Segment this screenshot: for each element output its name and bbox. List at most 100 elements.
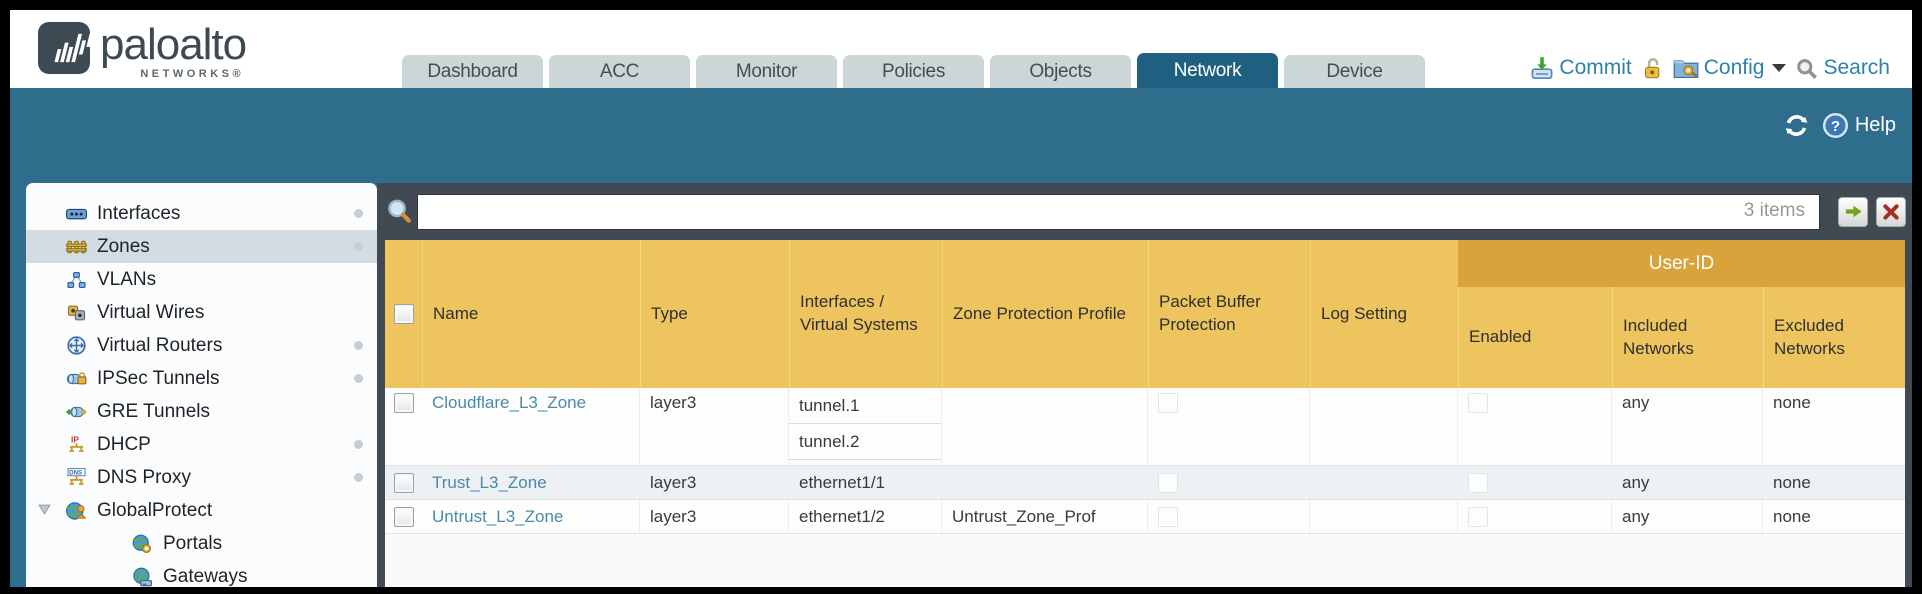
commit-button[interactable]: Commit — [1530, 56, 1632, 80]
paloalto-pulse-icon — [38, 22, 90, 74]
user-id-enabled-checkbox[interactable] — [1468, 472, 1488, 493]
user-id-enabled-checkbox[interactable] — [1468, 506, 1488, 527]
table-row: Untrust_L3_Zone layer3 ethernet1/2 Untru… — [385, 500, 1905, 534]
svg-text:?: ? — [1831, 118, 1840, 135]
sidebar-item-virtual-wires[interactable]: Virtual Wires — [26, 296, 377, 329]
column-header-name[interactable]: Name — [422, 240, 640, 388]
portals-icon — [130, 534, 154, 554]
included-networks-cell: any — [1612, 388, 1763, 465]
search-link[interactable]: Search — [1795, 56, 1890, 80]
dhcp-icon: IP — [64, 435, 88, 454]
ipsec-tunnels-icon — [64, 371, 88, 387]
column-header-interfaces[interactable]: Interfaces / Virtual Systems — [789, 240, 942, 388]
search-icon — [1797, 58, 1818, 79]
sidebar-item-zones[interactable]: Zones — [26, 230, 377, 263]
column-header-included-networks[interactable]: Included Networks — [1612, 287, 1763, 388]
user-id-group-header: User-ID — [1458, 240, 1905, 287]
user-id-enabled-checkbox[interactable] — [1468, 393, 1488, 413]
status-dot — [354, 209, 363, 218]
interfaces-cell: ethernet1/2 — [789, 500, 942, 533]
filter-search-icon — [385, 198, 413, 225]
tab-policies[interactable]: Policies — [843, 55, 984, 88]
zone-name-link[interactable]: Untrust_L3_Zone — [432, 506, 564, 526]
select-all-checkbox[interactable] — [393, 304, 414, 324]
column-header-type[interactable]: Type — [640, 240, 789, 388]
sidebar-item-portals[interactable]: Portals — [26, 527, 377, 560]
clear-filter-button[interactable] — [1876, 196, 1906, 227]
apply-filter-button[interactable] — [1838, 196, 1868, 227]
status-dot — [354, 440, 363, 449]
sidebar-item-globalprotect[interactable]: GlobalProtect — [26, 494, 377, 527]
excluded-networks-cell: none — [1773, 506, 1811, 526]
tab-device[interactable]: Device — [1284, 55, 1425, 88]
column-header-zone-protection-profile[interactable]: Zone Protection Profile — [942, 240, 1148, 388]
sidebar-item-gateways[interactable]: Gateways — [26, 560, 377, 587]
sub-header-band: ? Help — [10, 88, 1912, 183]
sidebar-label: GlobalProtect — [97, 499, 213, 521]
main-nav-tabs: Dashboard ACC Monitor Policies Objects N… — [402, 10, 1425, 88]
sidebar-item-dhcp[interactable]: IP DHCP — [26, 428, 377, 461]
config-label: Config — [1703, 56, 1765, 79]
config-icon — [1673, 60, 1699, 79]
sidebar-item-gre-tunnels[interactable]: GRE Tunnels — [26, 395, 377, 428]
sidebar-label: Interfaces — [97, 202, 181, 224]
interface-item: tunnel.2 — [789, 424, 941, 460]
row-checkbox[interactable] — [393, 472, 414, 493]
sidebar-item-dns-proxy[interactable]: DNS DNS Proxy — [26, 461, 377, 494]
table-row: Cloudflare_L3_Zone layer3 tunnel.1 tunne… — [385, 388, 1905, 466]
status-dot — [354, 341, 363, 350]
zone-name-link[interactable]: Trust_L3_Zone — [432, 472, 547, 492]
row-checkbox[interactable] — [393, 506, 414, 527]
column-header-packet-buffer-protection[interactable]: Packet Buffer Protection — [1148, 240, 1310, 388]
zone-type-cell: layer3 — [640, 466, 789, 499]
log-setting-cell — [1310, 388, 1458, 465]
tab-dashboard[interactable]: Dashboard — [402, 55, 543, 88]
sidebar-label: Gateways — [163, 565, 248, 587]
green-arrow-icon — [1845, 205, 1862, 218]
red-x-icon — [1883, 203, 1899, 220]
column-header-excluded-networks[interactable]: Excluded Networks — [1763, 287, 1905, 388]
virtual-wires-icon — [64, 305, 88, 321]
refresh-icon[interactable] — [1783, 112, 1810, 139]
sidebar-label: DHCP — [97, 433, 151, 455]
tab-acc[interactable]: ACC — [549, 55, 690, 88]
zone-type-cell: layer3 — [640, 500, 789, 533]
collapse-triangle-icon[interactable] — [38, 504, 51, 515]
zones-icon — [64, 239, 88, 255]
column-header-log-setting[interactable]: Log Setting — [1310, 240, 1458, 388]
filter-input[interactable] — [418, 194, 1819, 229]
sidebar-label: Zones — [97, 235, 150, 257]
zones-table: Name Type Interfaces / Virtual Systems Z… — [385, 240, 1905, 587]
status-dot — [354, 374, 363, 383]
interfaces-cell: tunnel.1 tunnel.2 — [789, 388, 942, 465]
svg-text:IP: IP — [71, 435, 79, 444]
brand-subtitle: NETWORKS® — [140, 68, 245, 80]
tab-monitor[interactable]: Monitor — [696, 55, 837, 88]
row-checkbox[interactable] — [393, 393, 414, 413]
globalprotect-icon — [64, 501, 88, 521]
top-bar: paloalto NETWORKS® Dashboard ACC Monitor… — [10, 10, 1912, 88]
unlock-icon[interactable] — [1641, 57, 1664, 80]
sidebar-item-interfaces[interactable]: Interfaces — [26, 197, 377, 230]
packet-buffer-protection-checkbox[interactable] — [1158, 472, 1178, 493]
tab-objects[interactable]: Objects — [990, 55, 1131, 88]
packet-buffer-protection-checkbox[interactable] — [1158, 506, 1178, 527]
sidebar-item-ipsec-tunnels[interactable]: IPSec Tunnels — [26, 362, 377, 395]
sidebar-item-vlans[interactable]: VLANs — [26, 263, 377, 296]
utility-links: Commit Config — [1530, 56, 1912, 88]
column-header-enabled[interactable]: Enabled — [1458, 287, 1612, 388]
help-link[interactable]: ? Help — [1822, 112, 1896, 139]
status-dot — [354, 242, 363, 251]
paloalto-logo: paloalto NETWORKS® — [10, 10, 350, 88]
zone-name-link[interactable]: Cloudflare_L3_Zone — [432, 393, 587, 412]
virtual-routers-icon — [64, 336, 88, 355]
help-icon: ? — [1822, 113, 1848, 138]
config-menu[interactable]: Config — [1673, 56, 1787, 80]
tab-network[interactable]: Network — [1137, 53, 1278, 88]
zone-protection-profile-cell — [942, 466, 1148, 499]
sidebar-label: Virtual Wires — [97, 301, 205, 323]
sidebar-label: DNS Proxy — [97, 466, 191, 488]
packet-buffer-protection-checkbox[interactable] — [1158, 393, 1178, 413]
sidebar-label: IPSec Tunnels — [97, 367, 220, 389]
sidebar-item-virtual-routers[interactable]: Virtual Routers — [26, 329, 377, 362]
